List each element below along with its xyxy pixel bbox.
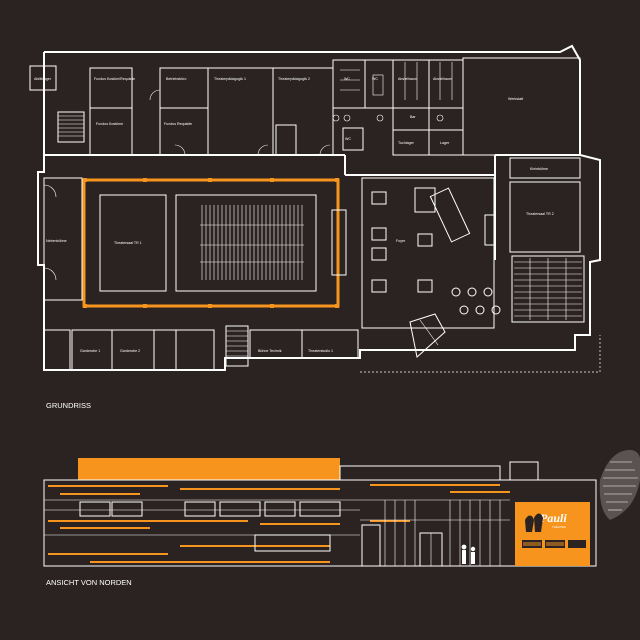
seating-area: [175, 194, 317, 292]
room-label: Fundus Kostüm/Requisite: [94, 77, 135, 81]
room-label: Fundus Kostüme: [96, 122, 123, 126]
roof-volume: [509, 461, 539, 481]
room-label: Werkstatt: [508, 97, 523, 101]
door-swing: [149, 89, 161, 101]
room-label: Garderobe 1: [80, 349, 100, 353]
room-label: Garderobe 2: [120, 349, 140, 353]
glazing-ribs: [384, 500, 501, 566]
room-box: [89, 107, 133, 156]
room-label: Fundus Requisite: [164, 122, 192, 126]
room-box: [249, 329, 303, 359]
room-box: [332, 59, 366, 109]
brand-logo: Pauli: [540, 511, 567, 525]
room-box: [509, 157, 581, 179]
room-box: [175, 329, 215, 371]
room-label: WC: [344, 77, 350, 81]
room-label: Theaterpädagogik 1: [214, 77, 246, 81]
stage-tower: [78, 458, 340, 480]
room-label: Bühne Technik: [258, 349, 282, 353]
roof-volume: [339, 465, 501, 481]
room-box: [29, 65, 57, 91]
door-swing: [43, 267, 57, 281]
room-label: Nebenbühne: [46, 239, 67, 243]
windows-lower: [254, 524, 443, 567]
foyer-area: [361, 177, 495, 358]
room-box: [272, 67, 334, 156]
room-box: [89, 67, 133, 109]
room-label: Foyer: [396, 239, 406, 243]
room-box: [462, 57, 581, 156]
room-label: Theaterstudio 1: [308, 349, 333, 353]
room-label: Theaterpädagogik 2: [278, 77, 310, 81]
room-box: [153, 329, 177, 371]
room-box: [428, 59, 464, 109]
room-label: Betriebsbüro: [166, 77, 186, 81]
stairs: [57, 111, 85, 143]
facade-body: [43, 479, 597, 567]
room-box: [159, 107, 209, 156]
windows-upper: [79, 501, 341, 517]
floor-plan: Abfälllager Fundus Kostüm/Requisite Fund…: [29, 44, 601, 410]
room-box: [342, 127, 364, 151]
room-label: Kleinbühne: [530, 167, 548, 171]
room-label: Theatersaal TR 1: [114, 241, 142, 245]
stairs: [225, 325, 249, 367]
room-label: Lager: [440, 141, 450, 145]
terrace-outline: [360, 335, 601, 373]
room-box: [392, 59, 430, 109]
door-swing: [174, 144, 186, 156]
room-box: [159, 67, 209, 109]
stage-area: [99, 194, 167, 292]
tree-hatch: [599, 450, 640, 520]
room-box: [301, 329, 359, 359]
room-box: [392, 129, 430, 156]
door-swing: [257, 144, 269, 156]
people-silhouette: [461, 544, 476, 564]
room-box: [331, 209, 347, 276]
room-label: Abstellraum: [433, 77, 452, 81]
room-label: WC: [345, 137, 351, 141]
theater-sign: Pauli THEATER: [515, 502, 590, 566]
room-label: Theatersaal TR 2: [526, 212, 554, 216]
room-label: Abfälllager: [34, 77, 52, 81]
room-label: Abstellraum: [398, 77, 417, 81]
room-label: Tuchlager: [398, 141, 415, 145]
room-box: [275, 124, 297, 156]
room-label: WC: [372, 77, 378, 81]
room-box: [364, 59, 394, 109]
door-swing: [43, 184, 57, 198]
room-label: Bar: [410, 115, 416, 119]
cafe-tables: [451, 214, 501, 315]
room-box: [392, 107, 430, 131]
seating-rows: [200, 205, 304, 280]
room-box: [509, 181, 581, 253]
outer-wall: [37, 44, 601, 371]
brand-subtitle: THEATER: [552, 525, 567, 529]
main-theater-frame: [82, 178, 340, 308]
room-box: [43, 177, 83, 301]
elevation-caption: ANSICHT VON NORDEN: [46, 578, 132, 587]
toilet-stalls: [332, 62, 453, 122]
room-box: [43, 329, 71, 371]
plan-caption: GRUNDRISS: [46, 401, 91, 410]
room-box: [207, 67, 274, 156]
door-swing: [319, 144, 331, 156]
tr2-seating: [511, 255, 585, 323]
north-elevation: Pauli THEATER ANSICHT VON NORDEN: [43, 450, 640, 587]
